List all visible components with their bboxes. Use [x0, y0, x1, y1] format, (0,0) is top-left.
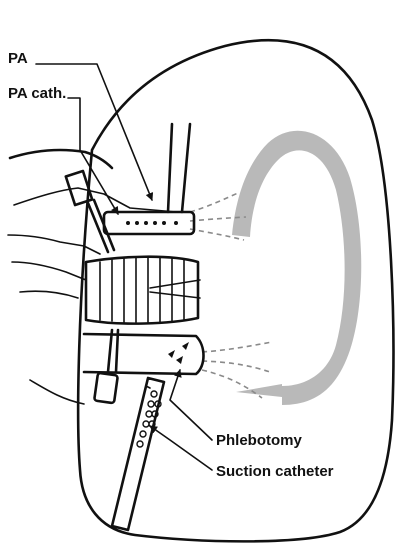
lower-vessel-tube: [84, 334, 204, 374]
arm-curve: [10, 150, 112, 168]
suction-catheter: [112, 378, 164, 530]
phlebotomy-marks: [168, 342, 189, 364]
instrument-rods: [168, 124, 190, 212]
label-suction-catheter: Suction catheter: [216, 463, 334, 480]
left-syringe: [94, 330, 118, 403]
label-phlebotomy: Phlebotomy: [216, 432, 302, 449]
clamp-ribbed-section: [86, 257, 200, 324]
hand-outline: [8, 188, 176, 298]
label-pa-cath: PA cath.: [8, 85, 66, 102]
pulmonary-artery-tube: [104, 212, 194, 234]
forearm-lower: [30, 380, 84, 404]
label-pa: PA: [8, 50, 28, 67]
flow-arrow: [232, 131, 361, 405]
